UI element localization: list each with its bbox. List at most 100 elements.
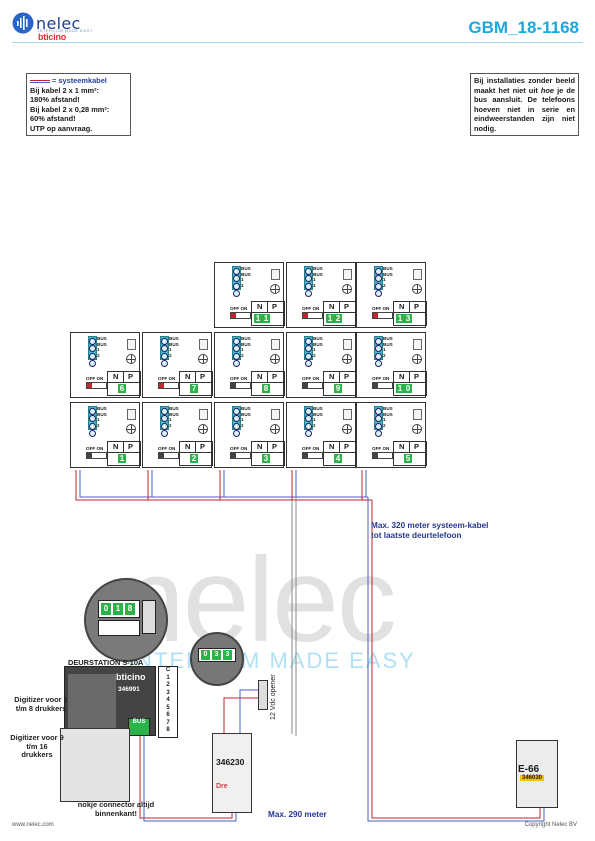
off-on-label: OFF ON bbox=[158, 376, 176, 381]
volume-knob-icon bbox=[270, 424, 280, 434]
bus-note-text: Bij installaties zonder beeld maakt het … bbox=[474, 76, 575, 95]
terminal-label: BUS bbox=[97, 336, 107, 341]
power-supply-module bbox=[516, 740, 558, 808]
n-label: N bbox=[399, 302, 405, 311]
terminal-block-icon bbox=[232, 266, 241, 297]
terminal-label: 2 bbox=[166, 682, 170, 688]
address-box: 3 bbox=[251, 452, 285, 466]
off-on-label: OFF ON bbox=[372, 306, 390, 311]
terminal-label: BUS bbox=[241, 336, 251, 341]
terminal-label: 1 bbox=[383, 347, 386, 353]
address-box: 6 bbox=[107, 382, 141, 396]
indicator-lamp-icon bbox=[413, 339, 422, 350]
p-label: P bbox=[200, 442, 206, 451]
max-320-label: Max. 320 meter systeem-kabel tot laatste… bbox=[371, 521, 489, 540]
terminal-label: 1 bbox=[313, 417, 316, 423]
address-digit: 1 bbox=[262, 314, 270, 323]
n-label: N bbox=[185, 372, 191, 381]
relay-code: 346230 bbox=[216, 757, 245, 767]
indicator-lamp-icon bbox=[343, 269, 352, 280]
relay-brand: Dre bbox=[216, 783, 228, 790]
power-supply-name: E-66 bbox=[518, 764, 540, 775]
off-on-label: OFF ON bbox=[302, 446, 320, 451]
address-digit: 1 bbox=[254, 314, 262, 323]
address-digit: 8 bbox=[125, 603, 135, 615]
indicator-lamp-icon bbox=[413, 269, 422, 280]
terminal-label: 1 bbox=[169, 417, 172, 423]
volume-knob-icon bbox=[412, 284, 422, 294]
n-label: N bbox=[257, 372, 263, 381]
indicator-lamp-icon bbox=[343, 409, 352, 420]
system-cable-legend-icon bbox=[30, 79, 50, 84]
footer-copyright: Copyright Nelec BV bbox=[524, 822, 577, 828]
bus-note: Bij installaties zonder beeld maakt het … bbox=[470, 73, 579, 136]
volume-knob-icon bbox=[198, 354, 208, 364]
terminal-label: BUS bbox=[97, 406, 107, 411]
address-digit: 4 bbox=[334, 454, 342, 463]
cable-note-line: 180% afstand! bbox=[30, 95, 80, 104]
address-digit: 7 bbox=[190, 384, 198, 393]
terminal-label: BUS bbox=[313, 406, 323, 411]
n-label: N bbox=[329, 372, 335, 381]
terminal-label: 1 bbox=[313, 277, 316, 283]
volume-knob-icon bbox=[342, 354, 352, 364]
indicator-lamp-icon bbox=[127, 409, 136, 420]
terminal-label: 1 bbox=[169, 347, 172, 353]
terminal-label: 2 bbox=[241, 422, 244, 428]
terminal-label: 2 bbox=[383, 282, 386, 288]
terminal-label: BUS bbox=[313, 336, 323, 341]
address-digit bbox=[326, 384, 334, 393]
n-label: N bbox=[399, 372, 405, 381]
station-bus-terminal: BUS bbox=[128, 718, 150, 736]
terminal-label: 2 bbox=[313, 352, 316, 358]
terminal-label: 2 bbox=[313, 422, 316, 428]
indicator-lamp-icon bbox=[127, 339, 136, 350]
terminal-label: C bbox=[165, 667, 171, 673]
dip-switch-icon bbox=[98, 620, 140, 636]
indicator-lamp-icon bbox=[413, 409, 422, 420]
address-digit: 2 bbox=[190, 454, 198, 463]
p-label: P bbox=[344, 372, 350, 381]
n-label: N bbox=[329, 442, 335, 451]
address-digit: 0 bbox=[201, 650, 210, 660]
off-on-label: OFF ON bbox=[302, 306, 320, 311]
door-opener-icon bbox=[258, 680, 268, 710]
terminal-label: BUS bbox=[169, 406, 179, 411]
terminal-label: 2 bbox=[241, 282, 244, 288]
relay-zoom-detail: 0 3 3 bbox=[190, 632, 244, 686]
address-digit bbox=[254, 384, 262, 393]
power-supply-code: 346030 bbox=[520, 775, 545, 781]
logo-subtext: INTERCOM MADE EASY bbox=[38, 28, 93, 33]
off-on-label: OFF ON bbox=[230, 446, 248, 451]
off-on-label: OFF ON bbox=[372, 376, 390, 381]
indicator-lamp-icon bbox=[199, 409, 208, 420]
terminal-block-icon bbox=[232, 406, 241, 437]
termination-switch bbox=[86, 382, 107, 389]
logo-brand: bticino bbox=[38, 32, 67, 42]
terminal-label: 1 bbox=[166, 674, 170, 681]
cable-note-line: 60% afstand! bbox=[30, 114, 76, 123]
terminal-label: BUS bbox=[383, 406, 393, 411]
n-label: N bbox=[113, 372, 119, 381]
termination-switch bbox=[302, 452, 323, 459]
terminal-block-icon bbox=[304, 406, 313, 437]
address-digit: 3 bbox=[262, 454, 270, 463]
terminal-label: 2 bbox=[241, 352, 244, 358]
address-digit bbox=[110, 384, 118, 393]
p-label: P bbox=[344, 442, 350, 451]
termination-switch bbox=[230, 452, 251, 459]
indicator-lamp-icon bbox=[271, 269, 280, 280]
terminal-label: BUS bbox=[169, 411, 179, 417]
terminal-block-icon bbox=[160, 406, 169, 437]
max-290-label: Max. 290 meter bbox=[268, 810, 327, 819]
termination-switch bbox=[302, 312, 323, 319]
n-label: N bbox=[399, 442, 405, 451]
address-digit: 1 bbox=[326, 314, 334, 323]
cable-note-line: Bij kabel 2 x 0,28 mm²: bbox=[30, 104, 110, 114]
terminal-block-icon bbox=[232, 336, 241, 367]
